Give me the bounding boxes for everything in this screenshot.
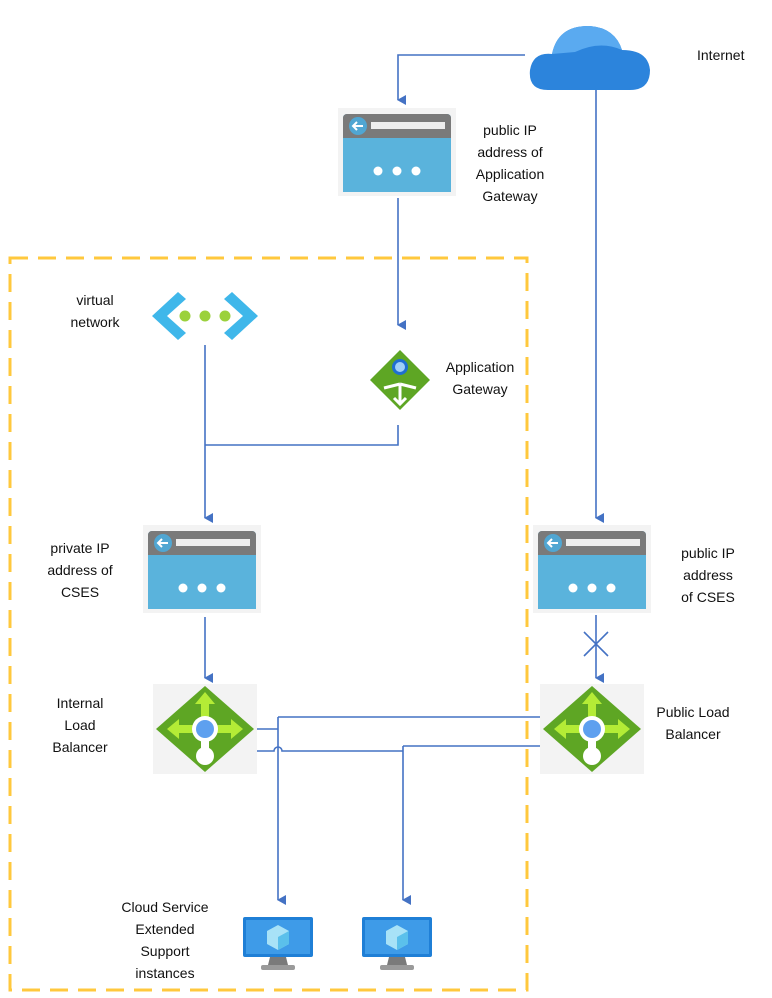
application-gateway-icon — [370, 350, 430, 410]
private-ip-cses-icon — [143, 525, 261, 613]
connector-ilb-to-instance-1 — [257, 716, 540, 900]
public-ip-appgw-icon — [338, 108, 456, 196]
connector-ilb-to-instance-2 — [257, 745, 540, 900]
public-ip-cses-icon — [533, 525, 651, 613]
label-internet: Internet — [697, 47, 745, 63]
internal-load-balancer-icon — [153, 684, 257, 774]
vm-instance-icon — [243, 917, 313, 970]
connector-internet-to-appgw-ip — [397, 54, 525, 105]
public-load-balancer-icon — [540, 684, 644, 774]
cloud-icon — [529, 25, 650, 90]
connector-appgw-to-private-ip — [205, 425, 399, 446]
virtual-network-boundary — [8, 256, 529, 992]
vm-instance-icon — [362, 917, 432, 970]
virtual-network-icon — [152, 292, 258, 340]
blocked-marker — [583, 631, 609, 657]
